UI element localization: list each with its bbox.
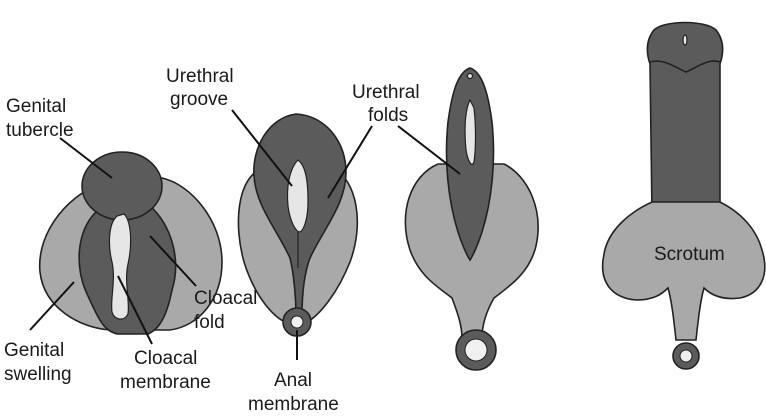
stage-3 xyxy=(405,68,538,370)
label-anal-membrane: Anal membrane xyxy=(248,370,339,415)
stage1-cloacal-membrane xyxy=(109,214,130,319)
label-urethral-groove: Urethral groove xyxy=(166,66,239,110)
stage2-anal-membrane-shape xyxy=(291,316,303,328)
stage4-penis-shaft xyxy=(647,23,722,215)
stage3-urethral-groove xyxy=(465,100,475,164)
label-scrotum: Scrotum xyxy=(654,244,725,265)
label-genital-swelling: Genital swelling xyxy=(4,340,72,385)
label-cloacal-membrane: Cloacal membrane xyxy=(120,348,211,393)
stage-4-male xyxy=(603,23,765,370)
stage1-genital-tubercle xyxy=(82,152,162,220)
stage4-meatus xyxy=(683,35,687,45)
label-genital-tubercle: Genital tubercle xyxy=(6,96,74,141)
stage3-anal-opening xyxy=(465,339,487,361)
stage4-scrotum xyxy=(603,202,765,340)
label-urethral-folds: Urethral folds xyxy=(352,82,425,126)
stage4-anal-opening xyxy=(680,350,692,362)
stage3-meatus xyxy=(468,74,473,79)
